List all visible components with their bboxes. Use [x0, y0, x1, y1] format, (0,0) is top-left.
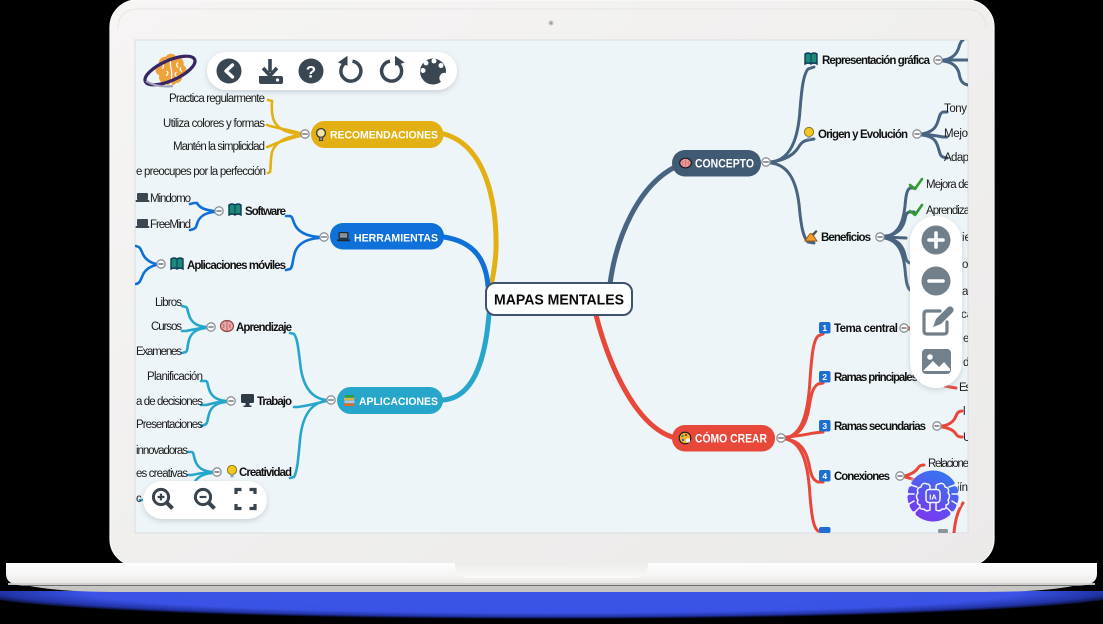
svg-text:Libros: Libros [155, 297, 182, 309]
svg-text:Mejo: Mejo [944, 128, 968, 140]
svg-text:Es: Es [959, 382, 971, 394]
svg-text:Aplicaciones móviles: Aplicaciones móviles [187, 260, 286, 272]
svg-text:Aprendizaje: Aprendizaje [236, 322, 292, 334]
svg-text:?: ? [306, 63, 316, 82]
svg-text:3: 3 [822, 421, 827, 431]
svg-text:l: l [963, 406, 966, 418]
svg-text:innovadoras: innovadoras [136, 445, 188, 457]
svg-text:Origen y Evolución: Origen y Evolución [818, 129, 908, 141]
svg-text:d: d [963, 357, 969, 369]
svg-text:CONCEPTO: CONCEPTO [695, 159, 754, 171]
svg-text:CÓMO CREAR: CÓMO CREAR [695, 433, 768, 446]
svg-text:Ramas principales: Ramas principales [834, 372, 918, 384]
svg-text:ac: ac [962, 286, 974, 298]
svg-text:Trabajo: Trabajo [257, 396, 292, 408]
svg-text:a de decisiones: a de decisiones [136, 396, 203, 408]
svg-text:Software: Software [245, 206, 286, 218]
svg-text:RECOMENDACIONES: RECOMENDACIONES [330, 130, 438, 142]
svg-text:Mindomo: Mindomo [150, 193, 191, 205]
svg-text:lín: lín [957, 482, 968, 494]
svg-text:Mantén la simplicidad: Mantén la simplicidad [173, 141, 265, 153]
svg-text:2: 2 [822, 372, 827, 382]
svg-text:Tony: Tony [944, 103, 967, 115]
svg-text:Examenes: Examenes [136, 346, 182, 358]
svg-text:Utiliza colores y formas: Utiliza colores y formas [163, 118, 265, 130]
svg-text:Adap: Adap [944, 152, 969, 164]
svg-text:or: or [962, 259, 972, 271]
svg-text:e preocupes por la perfección: e preocupes por la perfección [136, 166, 266, 178]
svg-text:Planificación: Planificación [147, 371, 203, 383]
svg-text:ie: ie [962, 232, 971, 244]
svg-text:Relacione: Relacione [928, 458, 969, 470]
svg-text:4: 4 [822, 471, 827, 481]
svg-text:Practica regularmente: Practica regularmente [169, 93, 265, 105]
svg-text:APLICACIONES: APLICACIONES [359, 396, 438, 408]
svg-text:Mejora de: Mejora de [926, 179, 970, 191]
svg-text:MAPAS MENTALES: MAPAS MENTALES [494, 292, 624, 309]
svg-text:FreeMind: FreeMind [150, 219, 191, 231]
svg-text:Presentaciones: Presentaciones [136, 419, 203, 431]
svg-text:Cursos: Cursos [151, 321, 182, 333]
svg-text:e: e [963, 333, 969, 345]
svg-text:Aprendiza: Aprendiza [926, 205, 971, 217]
svg-text:c: c [136, 493, 142, 505]
svg-text:HERRAMIENTAS: HERRAMIENTAS [354, 233, 438, 245]
svg-text:Tema central: Tema central [834, 323, 898, 335]
svg-text:Representación gráfica: Representación gráfica [822, 55, 931, 67]
svg-text:Ramas secundarias: Ramas secundarias [834, 421, 926, 433]
svg-text:Creatividad: Creatividad [239, 467, 292, 479]
svg-text:U: U [963, 432, 971, 444]
svg-text:IA: IA [929, 493, 937, 502]
svg-text:ca: ca [961, 309, 974, 321]
svg-text:es creativas: es creativas [136, 468, 188, 480]
svg-text:Beneficios: Beneficios [821, 232, 871, 244]
svg-text:1: 1 [822, 323, 827, 333]
svg-text:Conexiones: Conexiones [834, 471, 890, 483]
